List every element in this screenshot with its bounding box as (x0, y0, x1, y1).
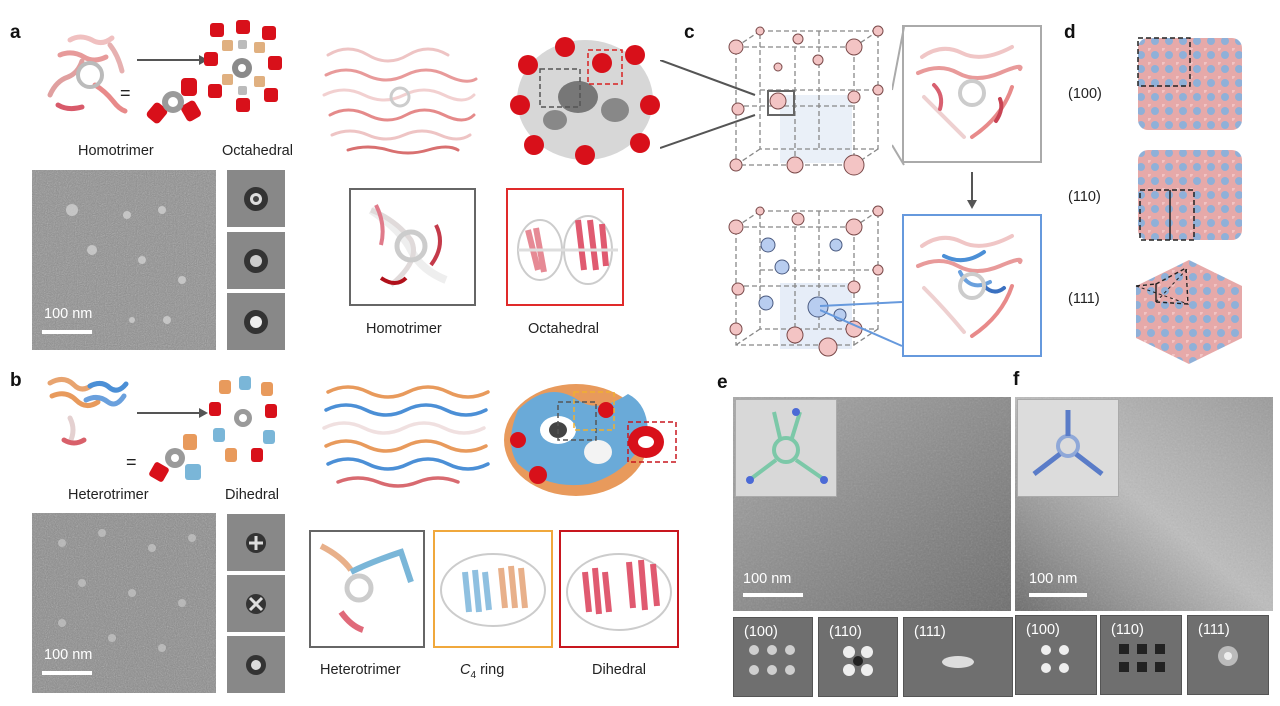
octahedral-inset (506, 188, 624, 306)
inset-heterotrimer-caption: Heterotrimer (320, 662, 401, 678)
dihedral-lattice-diagram (728, 205, 884, 357)
lattice-node-inset-bottom (902, 214, 1042, 357)
crystal-plane-100 (1137, 37, 1242, 130)
miller-index-111: (111) (1068, 291, 1100, 307)
scale-bar-b: 100 nm (42, 647, 102, 681)
arrow-down-icon (967, 172, 977, 209)
arrow-right-icon (137, 55, 208, 65)
em-class-e-111: (111) (903, 617, 1013, 697)
class-average-a-1 (227, 170, 285, 227)
dihedral-caption: Dihedral (225, 487, 279, 503)
em-image-f: 100 nm (1015, 397, 1273, 611)
heterotrimer-cartoon (47, 377, 129, 446)
em-class-e-110: (110) (818, 617, 898, 697)
scale-bar-f-label: 100 nm (1029, 571, 1078, 587)
class-average-a-2 (227, 232, 285, 289)
scale-bar-a: 100 nm (42, 306, 102, 340)
em-class-e-110-label: (110) (829, 624, 862, 640)
scale-bar-f: 100 nm (1029, 571, 1109, 601)
octahedral-caption: Octahedral (222, 143, 293, 159)
miller-index-100: (100) (1068, 86, 1102, 102)
equals-sign-b: = (126, 452, 137, 472)
em-class-f-110: (110) (1100, 615, 1182, 695)
crystal-plane-111 (1135, 260, 1242, 364)
connector-lines (660, 60, 756, 149)
c4-ring-word: ring (476, 662, 505, 678)
panel-label-d: d (1064, 22, 1076, 43)
heterotrimer-node-cartoon (149, 434, 201, 482)
octahedral-cage-cartoon (204, 20, 282, 112)
micrograph-b: 100 nm (32, 513, 216, 693)
arrow-right-icon-b (137, 408, 208, 418)
em-class-f-110-label: (110) (1111, 622, 1144, 638)
dihedral-ribbon-model (322, 385, 490, 488)
class-average-b-2 (227, 575, 285, 632)
em-class-f-100-label: (100) (1026, 622, 1060, 638)
heterotrimer-inset (309, 530, 425, 648)
class-average-b-3 (227, 636, 285, 693)
em-class-f-100: (100) (1015, 615, 1097, 695)
dihedral-surface-map (504, 384, 677, 496)
heterotrimer-caption: Heterotrimer (68, 487, 149, 503)
em-class-f-111: (111) (1187, 615, 1269, 695)
scale-bar-b-label: 100 nm (44, 647, 93, 663)
panel-label-a: a (10, 22, 21, 43)
em-image-e: 100 nm (733, 397, 1011, 611)
octahedral-lattice-diagram (728, 25, 884, 176)
octahedral-surface-map (510, 37, 660, 165)
lattice-node-inset-top (902, 25, 1042, 163)
dihedral-cage-cartoon (209, 376, 277, 462)
panel-label-e: e (717, 372, 728, 393)
panel-label-c: c (684, 22, 695, 43)
em-inset-e (735, 399, 837, 497)
inset-dihedral-caption: Dihedral (592, 662, 646, 678)
c4-ring-inset (433, 530, 553, 648)
octahedral-ribbon-model (322, 47, 478, 155)
crystal-plane-110 (1138, 150, 1242, 241)
dihedral-inset (559, 530, 679, 648)
miller-index-110: (110) (1068, 189, 1101, 205)
homotrimer-caption: Homotrimer (78, 143, 154, 159)
panel-label-f: f (1013, 369, 1020, 390)
homotrimer-inset (349, 188, 476, 306)
em-class-e-111-label: (111) (914, 624, 946, 640)
em-class-e-100-label: (100) (744, 624, 778, 640)
scale-bar-e: 100 nm (743, 571, 823, 601)
inset-c4-ring-caption: C4 ring (460, 662, 504, 681)
micrograph-a: 100 nm (32, 170, 216, 350)
lattice-connector-bottom (820, 301, 903, 347)
trimer-node-cartoon (146, 78, 201, 124)
lattice-connector-top (892, 26, 905, 166)
em-class-e-100: (100) (733, 617, 813, 697)
inset-homotrimer-caption: Homotrimer (366, 321, 442, 337)
c4-subscript: 4 (470, 669, 477, 681)
homotrimer-cartoon (47, 34, 128, 114)
em-class-f-111-label: (111) (1198, 622, 1230, 638)
c4-letter: C (460, 662, 471, 678)
class-average-b-1 (227, 514, 285, 571)
equals-sign: = (120, 83, 131, 103)
panel-label-b: b (10, 370, 22, 391)
scale-bar-e-label: 100 nm (743, 571, 792, 587)
inset-octahedral-caption: Octahedral (528, 321, 599, 337)
em-inset-f (1017, 399, 1119, 497)
class-average-a-3 (227, 293, 285, 350)
scale-bar-a-label: 100 nm (44, 306, 93, 322)
